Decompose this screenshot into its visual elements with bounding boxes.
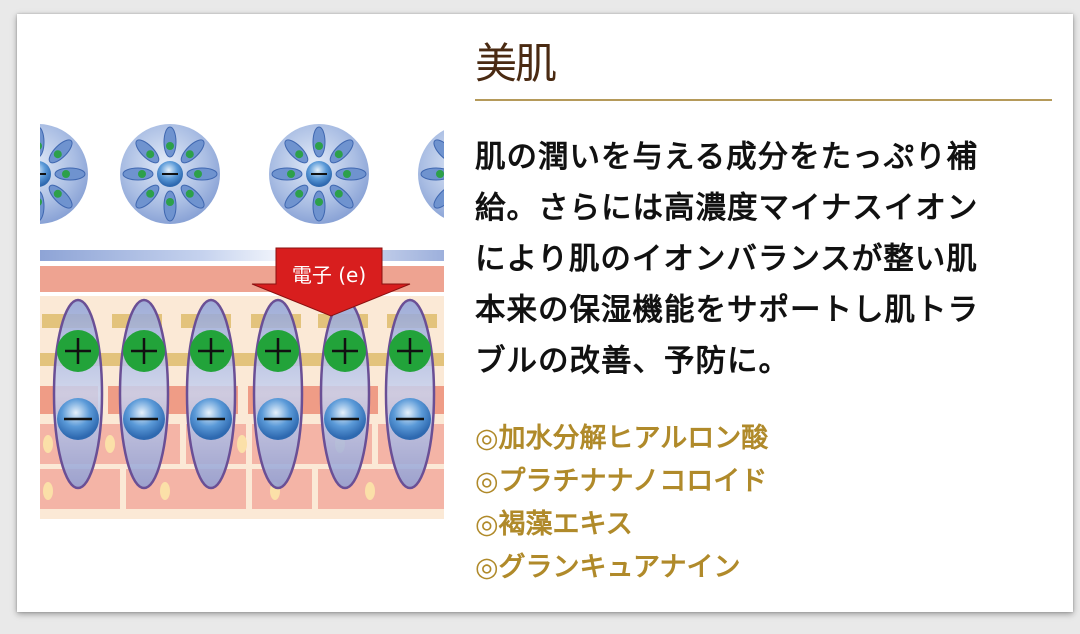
minus-ion-clusters bbox=[40, 124, 444, 225]
description: 肌の潤いを与える成分をたっぷり補 給。さらには高濃度マイナスイオン により肌のイ… bbox=[475, 132, 1065, 387]
ion-pair-icon bbox=[52, 298, 104, 490]
description-line: ブルの改善、予防に。 bbox=[475, 344, 790, 379]
description-line: 本来の保湿機能をサポートし肌トラ bbox=[475, 293, 979, 328]
ion-pair-icon bbox=[118, 298, 170, 490]
title-divider bbox=[475, 99, 1052, 101]
ion-pair-icon bbox=[319, 298, 371, 490]
ion-pair-icon bbox=[252, 298, 304, 490]
ingredient-item: ◎褐藻エキス bbox=[475, 509, 633, 540]
ingredient-item: ◎グランキュアナイン bbox=[475, 552, 741, 583]
ion-cluster-icon bbox=[119, 124, 221, 225]
ingredient-list: ◎加水分解ヒアルロン酸 ◎プラチナナノコロイド ◎褐藻エキス ◎グランキュアナイ… bbox=[475, 417, 768, 589]
arrow-label: 電子 (e) bbox=[292, 263, 366, 287]
content-card: 電子 (e) 美肌 肌の潤いを与える成分をたっぷり補 給。さらには高濃度マイナス… bbox=[17, 14, 1073, 612]
ingredient-item: ◎加水分解ヒアルロン酸 bbox=[475, 423, 769, 454]
description-line: 給。さらには高濃度マイナスイオン bbox=[475, 191, 979, 226]
ion-cluster-icon bbox=[268, 124, 370, 225]
description-line: により肌のイオンバランスが整い肌 bbox=[475, 242, 978, 277]
ingredient-item: ◎プラチナナノコロイド bbox=[475, 466, 768, 497]
ion-cluster-icon bbox=[40, 124, 89, 225]
electron-arrow-icon: 電子 (e) bbox=[251, 247, 411, 317]
description-line: 肌の潤いを与える成分をたっぷり補 bbox=[475, 140, 979, 175]
ion-pair-icon bbox=[185, 298, 237, 490]
ion-pair-icon bbox=[384, 298, 436, 490]
ion-balance-illustration: 電子 (e) bbox=[40, 124, 444, 519]
page-title: 美肌 bbox=[475, 39, 557, 88]
ion-cluster-icon bbox=[417, 124, 444, 225]
